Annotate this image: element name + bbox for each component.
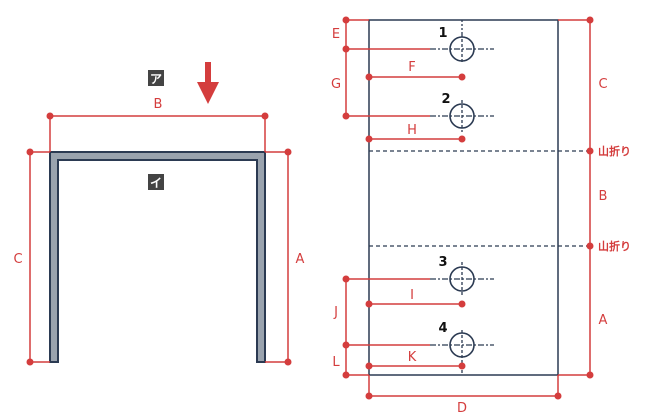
dim-label-b-left: B — [154, 97, 163, 112]
dim-label-a-left: A — [296, 252, 305, 267]
dimension-h — [365, 135, 466, 143]
hole-3 — [430, 262, 494, 295]
dimension-k — [365, 362, 466, 370]
channel-profile — [49, 151, 266, 363]
hole-1-number: 1 — [438, 26, 447, 41]
dimension-b-left — [46, 112, 269, 152]
dim-label-b-right: B — [599, 189, 608, 204]
dim-label-d: D — [457, 401, 467, 416]
dim-label-g: G — [331, 77, 341, 92]
hole-1 — [430, 20, 494, 64]
dim-label-c-left: C — [13, 252, 22, 267]
flat-pattern-outline — [368, 19, 559, 376]
hole-3-number: 3 — [438, 255, 447, 270]
dimension-c-b-a-right — [558, 16, 594, 379]
dimension-i — [365, 300, 466, 308]
dimension-c-left — [26, 148, 50, 366]
dim-label-l: L — [332, 355, 340, 370]
dim-label-e: E — [332, 27, 340, 42]
dimension-e-g — [342, 16, 430, 120]
dimension-a-left — [265, 148, 292, 366]
hole-4-number: 4 — [438, 321, 447, 336]
badge-a: ア — [148, 70, 164, 86]
dim-label-i: I — [410, 288, 414, 303]
fold-label-bottom: 山折り — [598, 239, 631, 253]
dimension-j-l — [342, 275, 430, 379]
channel-cross-section — [49, 151, 266, 363]
dimension-f — [365, 73, 466, 81]
fold-label-top: 山折り — [598, 144, 631, 158]
badge-i-label: イ — [150, 176, 162, 190]
dimension-d — [365, 375, 562, 400]
dim-label-f: F — [408, 60, 415, 75]
view-direction-arrow — [197, 62, 219, 104]
dim-label-k: K — [408, 350, 417, 365]
dim-label-j: J — [333, 305, 338, 320]
badge-a-label: ア — [150, 72, 162, 86]
hole-2 — [430, 100, 494, 132]
dim-label-c-right: C — [598, 77, 607, 92]
dim-label-a-right: A — [599, 313, 608, 328]
badge-i: イ — [148, 174, 164, 190]
hole-2-number: 2 — [441, 92, 450, 107]
dim-label-h: H — [407, 123, 417, 138]
